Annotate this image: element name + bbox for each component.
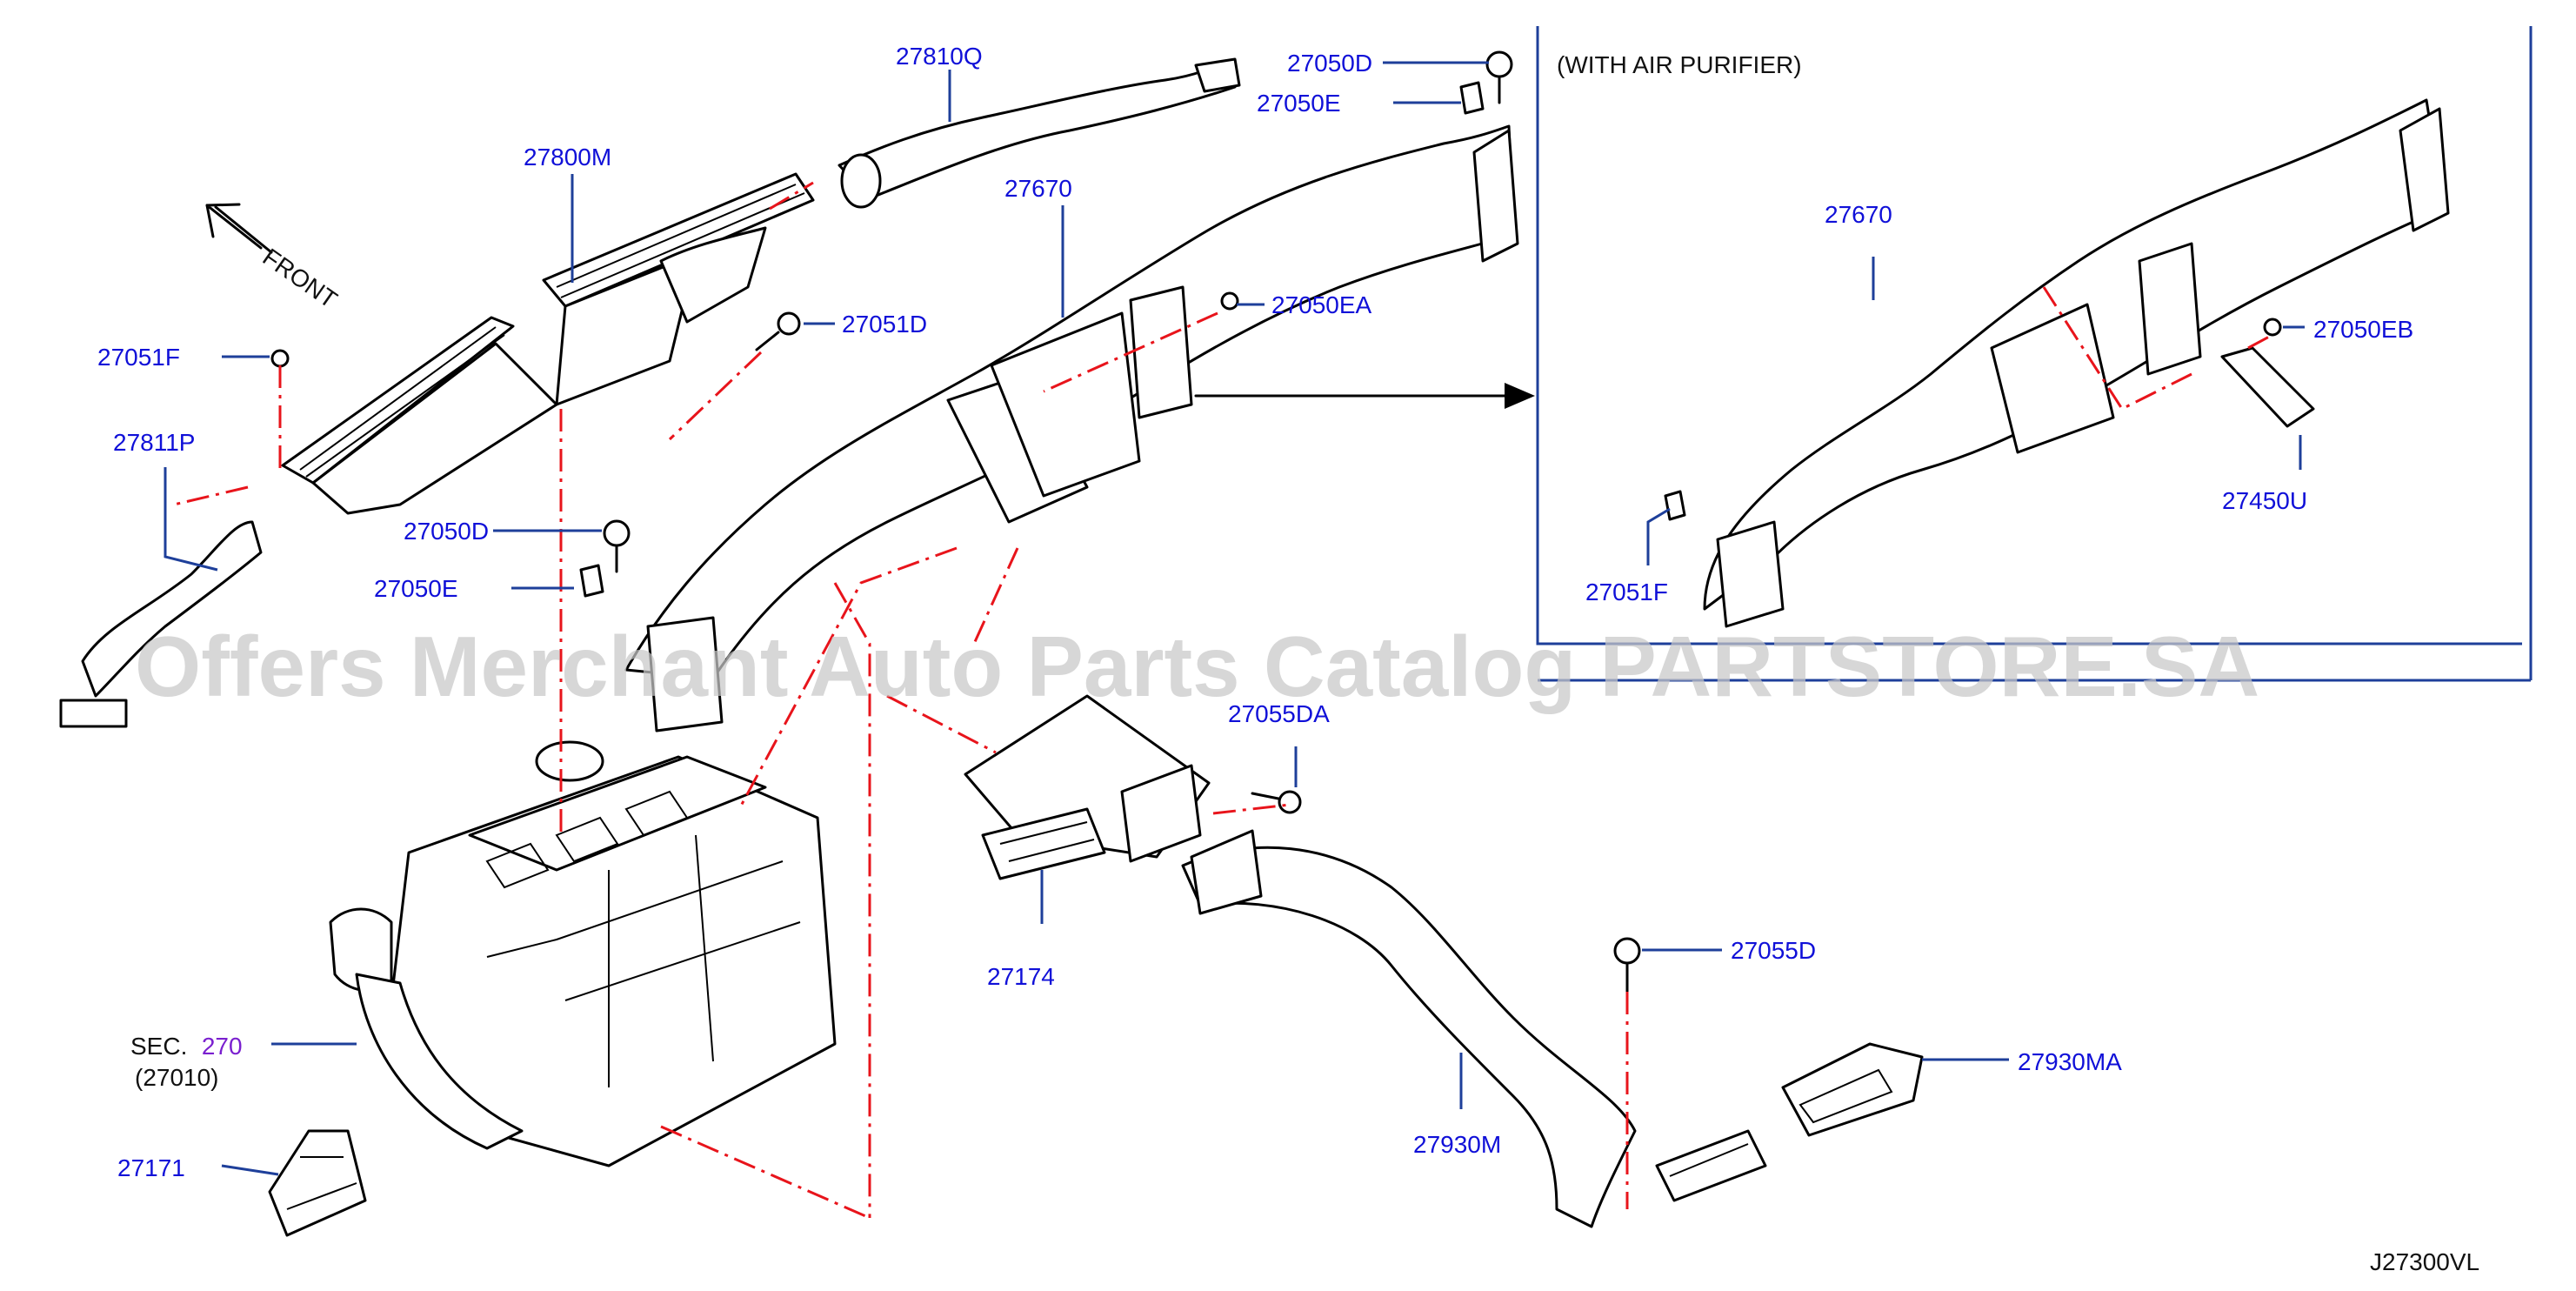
section-prefix: SEC.	[130, 1033, 187, 1060]
inset-frame	[1536, 26, 2533, 682]
inset-label-27050eb: 27050EB	[2313, 316, 2413, 343]
leader-lines	[164, 61, 2305, 1176]
vent-27811p	[59, 316, 558, 728]
inset-label-27450u: 27450U	[2222, 487, 2307, 514]
screw-icon	[603, 50, 1641, 993]
duct-27930m	[1181, 829, 1767, 1228]
label-27050ea: 27050EA	[1271, 291, 1372, 318]
section-reference: SEC. 270	[130, 1033, 243, 1060]
vent-27800m	[542, 172, 815, 406]
front-arrow-icon	[205, 203, 273, 254]
vent-27174	[964, 694, 1211, 880]
inset-duct-27670	[1703, 98, 2450, 628]
bracket-27171	[268, 1129, 367, 1237]
label-27050e-top: 27050E	[1257, 90, 1341, 117]
section-number: 270	[202, 1033, 243, 1060]
inset-label-27670: 27670	[1825, 201, 1892, 228]
label-27171: 27171	[117, 1154, 185, 1181]
guide-lines	[173, 181, 2273, 1220]
label-27800m: 27800M	[524, 144, 611, 171]
label-27930ma: 27930MA	[2018, 1048, 2122, 1075]
label-27050d-top: 27050D	[1287, 50, 1372, 77]
label-27050e-mid: 27050E	[374, 575, 458, 602]
label-27810q: 27810Q	[896, 43, 983, 70]
label-27055d: 27055D	[1731, 937, 1816, 964]
duct-27670	[624, 124, 1519, 732]
label-27811p: 27811P	[113, 429, 195, 456]
label-27051f: 27051F	[97, 344, 180, 371]
inset-title: (WITH AIR PURIFIER)	[1557, 51, 1802, 78]
heater-unit	[329, 740, 837, 1167]
label-27930m: 27930M	[1413, 1131, 1501, 1158]
outlet-27930ma	[1781, 1042, 1924, 1137]
watermark: Offers Merchant Auto Parts Catalog PARTS…	[135, 619, 2259, 714]
section-sub: (27010)	[135, 1064, 219, 1091]
inset-label-27051f: 27051F	[1585, 579, 1668, 605]
arrow-to-inset	[1194, 383, 1535, 409]
label-27174: 27174	[987, 963, 1055, 990]
label-27051d: 27051D	[842, 311, 927, 338]
front-label: FRONT	[258, 244, 343, 314]
duct-27810q	[838, 57, 1241, 209]
diagram-code: J27300VL	[2370, 1248, 2479, 1275]
label-27055da: 27055DA	[1228, 700, 1330, 727]
clip-icon	[270, 81, 2282, 598]
label-27670: 27670	[1004, 175, 1072, 202]
label-27050d-mid: 27050D	[404, 518, 489, 545]
